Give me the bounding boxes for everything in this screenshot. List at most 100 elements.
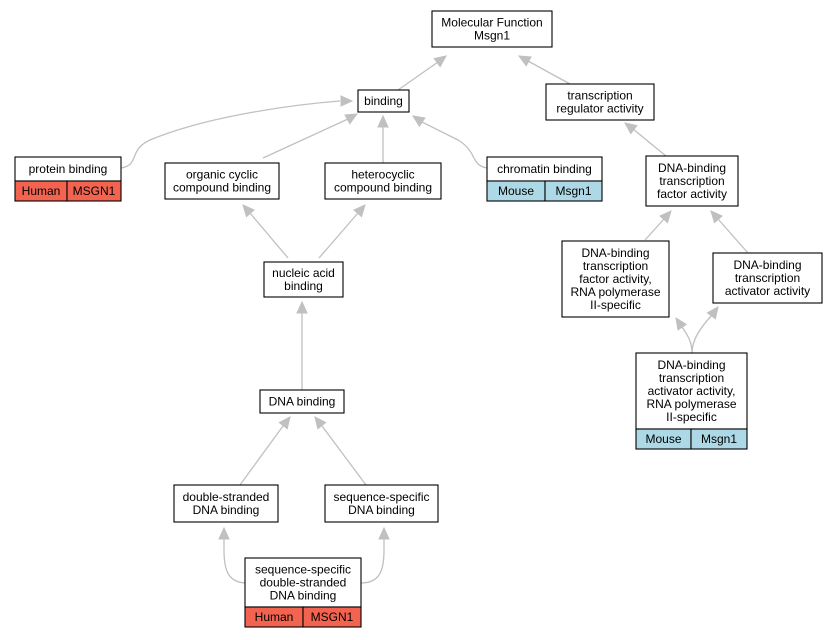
edge-line — [262, 118, 349, 159]
edge-line — [223, 538, 248, 584]
arrowhead — [411, 115, 426, 128]
arrowhead — [377, 114, 389, 128]
term-label-line: II-specific — [590, 298, 641, 312]
gene-cell — [544, 180, 603, 202]
gene-label: MSGN1 — [311, 610, 354, 624]
term-label-line: factor activity — [657, 187, 727, 201]
term-box[interactable] — [635, 352, 748, 430]
edge-line — [318, 212, 359, 259]
term-box[interactable] — [263, 261, 344, 298]
term-box[interactable] — [324, 162, 442, 200]
term-label-line: regulator activity — [556, 102, 643, 116]
arrowhead — [378, 526, 390, 540]
edge-nucleic-acid-to-heterocyclic — [318, 204, 366, 259]
edge-line — [120, 100, 341, 169]
edge-protein-binding-to-binding — [120, 95, 354, 169]
arrowhead — [296, 300, 308, 314]
species-label: Human — [255, 610, 294, 624]
term-box[interactable] — [259, 389, 345, 414]
edge-dbta-polII-to-dbtf-polII — [675, 316, 693, 354]
edge-line — [421, 121, 488, 169]
edge-line — [397, 61, 439, 91]
term-label-line: nucleic acid — [272, 266, 335, 280]
term-label-line: binding — [364, 94, 403, 108]
term-box[interactable] — [545, 83, 655, 121]
edge-line — [239, 425, 284, 486]
edge-dna-binding-to-nucleic-acid — [296, 300, 308, 390]
term-node-dna-binding[interactable]: DNA binding — [259, 389, 345, 414]
gene-label: Msgn1 — [555, 184, 591, 198]
term-box[interactable] — [14, 156, 122, 182]
edge-line — [249, 212, 289, 259]
edge-dbtf-polII-to-dbtf-activity — [644, 210, 672, 241]
term-label-line: sequence-specific — [255, 563, 351, 577]
edge-nucleic-acid-to-organic-cyclic — [242, 204, 289, 259]
edge-line — [644, 218, 665, 241]
term-label-line: binding — [284, 279, 323, 293]
edge-ssds-dna-to-ss-dna — [360, 526, 390, 584]
term-box[interactable] — [645, 155, 739, 207]
arrowhead — [353, 204, 366, 218]
term-label-line: transcription — [659, 371, 724, 385]
species-label: Human — [22, 184, 61, 198]
term-label-line: DNA-binding — [658, 161, 726, 175]
edge-line — [691, 314, 713, 354]
gene-cell — [690, 428, 748, 450]
term-label-line: DNA-binding — [657, 358, 725, 372]
arrowhead — [218, 526, 230, 540]
term-label-line: transcription — [567, 89, 632, 103]
term-label-line: organic cyclic — [186, 168, 258, 182]
term-box[interactable] — [357, 89, 410, 113]
edge-line — [632, 128, 667, 157]
arrowhead — [624, 122, 638, 135]
term-box[interactable] — [561, 240, 670, 318]
term-box[interactable] — [324, 484, 439, 523]
edge-heterocyclic-to-binding — [377, 114, 389, 163]
term-label-line: double-stranded — [183, 490, 270, 504]
term-box[interactable] — [173, 484, 279, 523]
arrowhead — [242, 204, 255, 218]
arrowhead — [675, 316, 688, 331]
term-node-binding[interactable]: binding — [357, 89, 410, 113]
term-label-line: RNA polymerase — [570, 285, 660, 299]
term-label-line: transcription — [659, 174, 724, 188]
term-box[interactable] — [712, 252, 823, 304]
arrowhead — [433, 55, 447, 68]
arrowhead — [278, 416, 291, 430]
term-label-line: II-specific — [666, 410, 717, 424]
term-label-line: heterocyclic — [351, 168, 414, 182]
edge-ssds-dna-to-ds-dna — [218, 526, 248, 584]
edge-line — [527, 60, 571, 85]
term-label-line: sequence-specific — [333, 490, 429, 504]
term-label-line: DNA-binding — [733, 258, 801, 272]
edge-ds-dna-to-dna-binding — [239, 416, 291, 486]
gene-label: Msgn1 — [701, 432, 737, 446]
term-label-line: double-stranded — [260, 576, 347, 590]
species-label: Mouse — [498, 184, 534, 198]
species-label: Mouse — [645, 432, 681, 446]
edge-ss-dna-to-dna-binding — [314, 416, 367, 486]
edge-organic-cyclic-to-binding — [262, 113, 359, 159]
term-box[interactable] — [431, 10, 553, 48]
gene-cell — [302, 606, 362, 628]
arrowhead — [659, 210, 672, 224]
term-label-line: factor activity, — [579, 272, 651, 286]
gene-label: MSGN1 — [73, 184, 116, 198]
term-box[interactable] — [164, 162, 280, 200]
